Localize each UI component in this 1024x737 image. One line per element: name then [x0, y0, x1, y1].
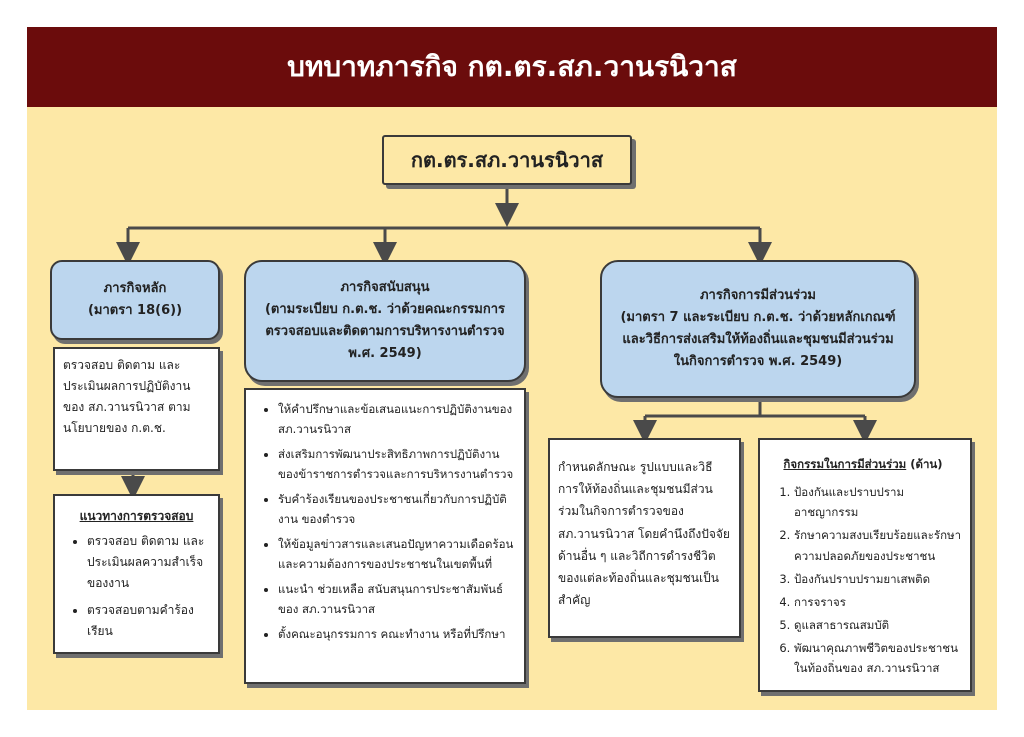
- list-item: ตรวจสอบตามคำร้องเรียน: [87, 600, 212, 642]
- list-item: แนะนำ ช่วยเหลือ สนับสนุนการประชาสัมพันธ์…: [278, 580, 516, 619]
- list-item: ตั้งคณะอนุกรรมการ คณะทำงาน หรือที่ปรึกษา: [278, 625, 516, 645]
- list-item: ป้องกันปราบปรามยาเสพติด: [794, 569, 962, 589]
- branch2-panel: ให้คำปรึกษาและข้อเสนอแนะการปฏิบัติงานของ…: [244, 388, 526, 684]
- guide-panel: แนวทางการตรวจสอบ ตรวจสอบ ติดตาม และประเม…: [53, 494, 220, 654]
- branch2-header: ภารกิจสนับสนุน (ตามระเบียบ ก.ต.ช. ว่าด้ว…: [244, 260, 526, 382]
- list-item: พัฒนาคุณภาพชีวิตของประชาชนในท้องถิ่นของ …: [794, 638, 962, 678]
- list-item: ให้ข้อมูลข่าวสารและเสนอปัญหาความเดือดร้อ…: [278, 535, 516, 574]
- list-item: ตรวจสอบ ติดตาม และประเมินผลความสำเร็จของ…: [87, 531, 212, 594]
- branch3-heading: ภารกิจการมีส่วนร่วม: [699, 287, 817, 303]
- list-item: ให้คำปรึกษาและข้อเสนอแนะการปฏิบัติงานของ…: [278, 400, 516, 439]
- root-node: กต.ตร.สภ.วานรนิวาส: [382, 135, 632, 185]
- branch3-header: ภารกิจการมีส่วนร่วม (มาตรา 7 และระเบียบ …: [600, 260, 916, 398]
- branch2-list: ให้คำปรึกษาและข้อเสนอแนะการปฏิบัติงานของ…: [252, 400, 516, 645]
- list-item: ป้องกันและปราบปรามอาชญากรรม: [794, 482, 962, 522]
- guide-title: แนวทางการตรวจสอบ: [79, 509, 194, 523]
- activities-list: ป้องกันและปราบปรามอาชญากรรม รักษาความสงบ…: [764, 482, 962, 678]
- branch2-subheading: (ตามระเบียบ ก.ต.ช. ว่าด้วยคณะกรรมการตรวจ…: [264, 301, 506, 362]
- activities-suffix: (ด้าน): [910, 457, 943, 471]
- page-title: บทบาทภารกิจ กต.ตร.สภ.วานรนิวาส: [27, 27, 997, 107]
- branch3-subheading: (มาตรา 7 และระเบียบ ก.ต.ช. ว่าด้วยหลักเก…: [620, 309, 896, 370]
- activities-title: กิจกรรมในการมีส่วนร่วม: [783, 457, 907, 471]
- branch1-detail-panel: ตรวจสอบ ติดตาม และประเมินผลการปฏิบัติงาน…: [53, 347, 220, 471]
- activities-panel: กิจกรรมในการมีส่วนร่วม (ด้าน) ป้องกันและ…: [758, 438, 972, 692]
- list-item: การจราจร: [794, 592, 962, 612]
- list-item: รักษาความสงบเรียบร้อยและรักษาความปลอดภัย…: [794, 525, 962, 565]
- list-item: รับคำร้องเรียนของประชาชนเกี่ยวกับการปฏิบ…: [278, 490, 516, 529]
- guide-list: ตรวจสอบ ติดตาม และประเมินผลความสำเร็จของ…: [61, 531, 212, 642]
- branch3-detail: กำหนดลักษณะ รูปแบบและวิธีการให้ท้องถิ่นแ…: [558, 460, 730, 608]
- list-item: ส่งเสริมการพัฒนาประสิทธิภาพการปฏิบัติงาน…: [278, 445, 516, 484]
- branch1-heading: ภารกิจหลัก: [103, 280, 167, 296]
- branch1-detail: ตรวจสอบ ติดตาม และประเมินผลการปฏิบัติงาน…: [63, 358, 191, 435]
- branch2-heading: ภารกิจสนับสนุน: [340, 279, 430, 295]
- branch1-subheading: (มาตรา 18(6)): [87, 303, 183, 318]
- activities-header: กิจกรรมในการมีส่วนร่วม (ด้าน): [764, 454, 962, 474]
- list-item: ดูแลสาธารณสมบัติ: [794, 615, 962, 635]
- branch1-header: ภารกิจหลัก (มาตรา 18(6)): [50, 260, 220, 340]
- branch3-detail-panel: กำหนดลักษณะ รูปแบบและวิธีการให้ท้องถิ่นแ…: [548, 438, 741, 638]
